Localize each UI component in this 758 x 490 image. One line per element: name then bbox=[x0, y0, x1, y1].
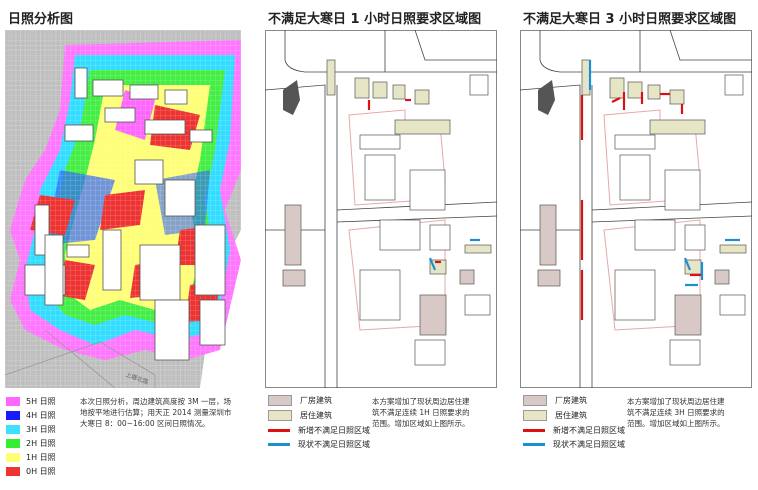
legend-factory-3: 厂房建筑 bbox=[523, 395, 587, 406]
factory-swatch bbox=[523, 395, 547, 406]
sunlight-analysis-map: 上塘北路 bbox=[5, 30, 241, 388]
legend-residential-3: 居住建筑 bbox=[523, 410, 587, 421]
residential-swatch bbox=[523, 410, 547, 421]
existing-line-swatch bbox=[523, 443, 545, 446]
swatch-4h bbox=[6, 411, 20, 420]
legend-residential-1: 居住建筑 bbox=[268, 410, 332, 421]
three-hour-map-title: 不满足大寒日 3 小时日照要求区域图 bbox=[523, 12, 737, 27]
three-hour-map bbox=[520, 30, 752, 388]
swatch-1h bbox=[6, 453, 20, 462]
note-one-hour: 本方案增加了现状周边居住建 筑不满足连续 1H 日照要求的 范围。增加区域如上图… bbox=[372, 397, 470, 428]
swatch-0h bbox=[6, 467, 20, 476]
residential-swatch bbox=[268, 410, 292, 421]
note-three-hour: 本方案增加了现状周边居住建 筑不满足连续 3H 日照要求的 范围。增加区域如上图… bbox=[627, 397, 725, 428]
swatch-5h bbox=[6, 397, 20, 406]
factory-swatch bbox=[268, 395, 292, 406]
legend-new-3: 新增不满足日照区域 bbox=[523, 425, 625, 436]
swatch-3h bbox=[6, 425, 20, 434]
existing-line-swatch bbox=[268, 443, 290, 446]
one-hour-map-title: 不满足大寒日 1 小时日照要求区域图 bbox=[268, 12, 482, 27]
legend-factory-1: 厂房建筑 bbox=[268, 395, 332, 406]
legend-3h: 3H 日照 bbox=[6, 424, 56, 435]
new-line-swatch bbox=[523, 429, 545, 432]
legend-5h: 5H 日照 bbox=[6, 396, 56, 407]
legend-2h: 2H 日照 bbox=[6, 438, 56, 449]
legend-0h: 0H 日照 bbox=[6, 466, 56, 477]
legend-4h: 4H 日照 bbox=[6, 410, 56, 421]
sun-analysis-note: 本次日照分析，周边建筑高度按 3M 一层，场 地按平地进行估算；用天正 2014… bbox=[80, 397, 232, 428]
one-hour-map bbox=[265, 30, 497, 388]
sun-analysis-title: 日照分析图 bbox=[8, 12, 74, 27]
legend-1h: 1H 日照 bbox=[6, 452, 56, 463]
legend-existing-3: 现状不满足日照区域 bbox=[523, 439, 625, 450]
new-line-swatch bbox=[268, 429, 290, 432]
legend-existing-1: 现状不满足日照区域 bbox=[268, 439, 370, 450]
swatch-2h bbox=[6, 439, 20, 448]
legend-new-1: 新增不满足日照区域 bbox=[268, 425, 370, 436]
